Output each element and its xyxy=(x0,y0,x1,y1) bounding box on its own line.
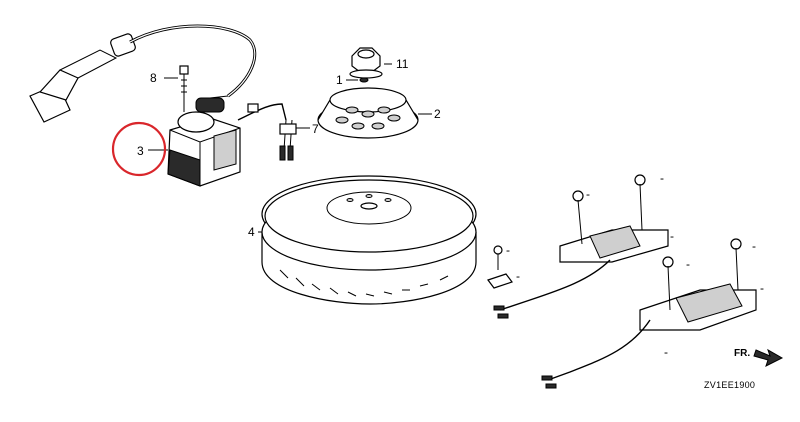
dash-label: - xyxy=(664,345,668,359)
cooling-fan-2 xyxy=(317,87,430,139)
callout-3: 3 xyxy=(137,144,144,158)
front-direction-arrow xyxy=(753,348,784,367)
dash-label: - xyxy=(660,171,664,185)
flywheel-nut-11 xyxy=(349,47,392,79)
highlight-circle xyxy=(111,121,167,177)
washer-1 xyxy=(346,77,369,83)
stop-switch-wire xyxy=(237,103,310,161)
ignition-coil xyxy=(167,95,241,187)
callout-8: 8 xyxy=(150,71,157,85)
dash-label: - xyxy=(686,257,690,271)
exciter-coil-upper xyxy=(493,174,669,319)
callout-7: 7 xyxy=(312,122,319,136)
dash-label: - xyxy=(506,243,510,257)
dash-label: - xyxy=(586,187,590,201)
small-bolt-and-bracket xyxy=(487,245,513,289)
bolt-8 xyxy=(164,65,189,112)
dash-label: - xyxy=(760,281,764,295)
callout-2: 2 xyxy=(434,107,441,121)
high-tension-lead xyxy=(129,24,257,98)
direction-label: FR. xyxy=(734,348,750,359)
dash-label: - xyxy=(670,229,674,243)
spark-plug-cap xyxy=(29,33,136,123)
dash-label: - xyxy=(752,239,756,253)
callout-4: 4 xyxy=(248,225,255,239)
diagram-code: ZV1EE1900 xyxy=(704,380,755,390)
exciter-coil-lower xyxy=(541,238,757,389)
callout-1: 1 xyxy=(336,73,343,87)
flywheel-4 xyxy=(258,175,477,305)
callout-11: 11 xyxy=(396,57,409,71)
dash-label: - xyxy=(516,269,520,283)
